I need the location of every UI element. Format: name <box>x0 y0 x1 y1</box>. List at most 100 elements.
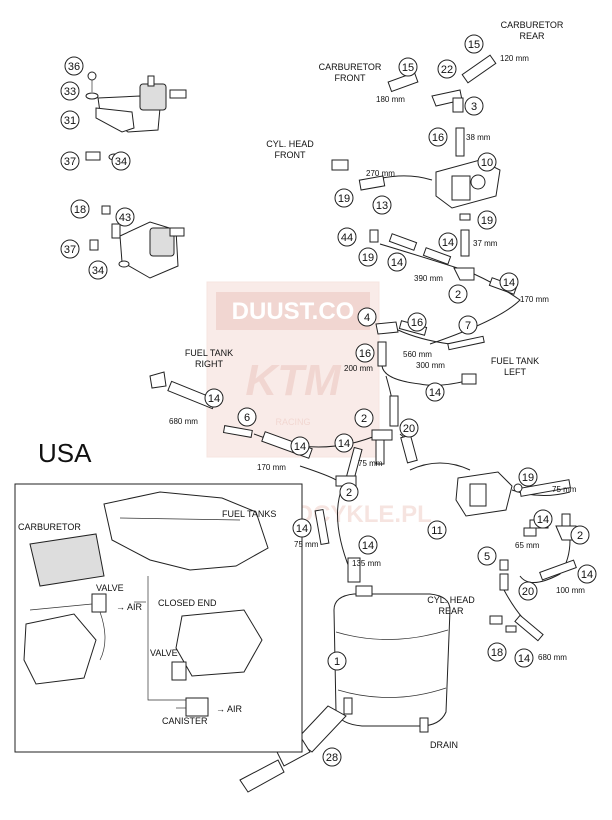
dim-300: 300 mm <box>416 361 445 370</box>
callout-16-low: 16 <box>355 343 375 363</box>
dim-135: 135 mm <box>352 559 381 568</box>
label-carb-front-1: CARBURETOR <box>319 62 382 72</box>
svg-text:4: 4 <box>364 312 370 324</box>
svg-text:18: 18 <box>491 647 503 659</box>
dim-75-mid: 75 mm <box>358 459 383 468</box>
callout-16-top: 16 <box>428 127 448 147</box>
valve-assembly-lower <box>89 205 185 279</box>
callout-44: 44 <box>337 227 357 247</box>
label-carb-rear-1: CARBURETOR <box>501 20 564 30</box>
valve-bracket-assembly <box>85 71 187 161</box>
watermark-tagline: RACING <box>275 417 310 427</box>
svg-text:14: 14 <box>391 257 403 269</box>
callout-5: 5 <box>477 546 497 566</box>
svg-text:2: 2 <box>346 487 352 499</box>
inset-label-fuel-tanks: FUEL TANKS <box>222 509 276 519</box>
svg-text:2: 2 <box>577 530 583 542</box>
svg-text:2: 2 <box>455 289 461 301</box>
svg-text:22: 22 <box>441 64 453 76</box>
callout-13: 13 <box>372 195 392 215</box>
svg-text:14: 14 <box>362 540 374 552</box>
svg-text:16: 16 <box>359 348 371 360</box>
callout-19-front: 19 <box>334 188 354 208</box>
dim-37: 37 mm <box>473 239 498 248</box>
callout-36: 36 <box>64 56 84 76</box>
svg-text:44: 44 <box>341 232 353 244</box>
dim-38: 38 mm <box>466 133 491 142</box>
callout-14-c: 14 <box>499 272 519 292</box>
dim-180: 180 mm <box>376 95 405 104</box>
svg-text:14: 14 <box>518 653 530 665</box>
dim-170-low: 170 mm <box>257 463 286 472</box>
callout-14-d: 14 <box>425 382 445 402</box>
callout-2-rear: 2 <box>570 525 590 545</box>
svg-text:11: 11 <box>431 525 442 537</box>
callout-6: 6 <box>237 407 257 427</box>
label-cyl-head-rear-2: REAR <box>438 606 464 616</box>
callout-7: 7 <box>458 315 478 335</box>
svg-text:33: 33 <box>64 86 76 98</box>
label-drain: DRAIN <box>430 740 458 750</box>
label-fuel-tank-right-1: FUEL TANK <box>185 348 233 358</box>
svg-text:20: 20 <box>403 423 415 435</box>
svg-text:1: 1 <box>334 656 340 668</box>
svg-text:34: 34 <box>115 156 127 168</box>
svg-text:31: 31 <box>64 115 76 127</box>
usa-inset <box>14 483 303 753</box>
callout-19-rear: 19 <box>518 467 538 487</box>
svg-text:14: 14 <box>429 387 441 399</box>
svg-text:5: 5 <box>484 551 490 563</box>
label-carb-front-2: FRONT <box>335 73 366 83</box>
callout-14-b: 14 <box>438 232 458 252</box>
callout-19-right: 19 <box>477 210 497 230</box>
svg-text:28: 28 <box>326 752 338 764</box>
label-cyl-head-front-2: FRONT <box>275 150 306 160</box>
svg-text:14: 14 <box>503 277 515 289</box>
callout-4: 4 <box>357 307 377 327</box>
dim-560: 560 mm <box>403 350 432 359</box>
callout-18-low: 18 <box>487 642 507 662</box>
callout-18-upper: 18 <box>70 199 90 219</box>
dim-680-right: 680 mm <box>538 653 567 662</box>
dim-390: 390 mm <box>414 274 443 283</box>
svg-text:10: 10 <box>481 157 493 169</box>
svg-text:7: 7 <box>465 320 471 332</box>
callout-14-e: 14 <box>204 388 224 408</box>
callout-2-top: 2 <box>448 284 468 304</box>
callout-37-lower: 37 <box>60 239 80 259</box>
svg-text:15: 15 <box>402 62 414 74</box>
svg-text:13: 13 <box>376 200 388 212</box>
inset-label-arrow-1: → <box>116 602 125 612</box>
svg-text:2: 2 <box>361 413 367 425</box>
svg-text:37: 37 <box>64 156 76 168</box>
callout-2-mid: 2 <box>354 408 374 428</box>
heading-usa: USA <box>38 438 92 468</box>
watermark-brand: DUUST.CO <box>232 298 355 325</box>
dim-680-left: 680 mm <box>169 417 198 426</box>
svg-text:19: 19 <box>362 252 374 264</box>
callout-28: 28 <box>322 747 342 767</box>
callout-14-l: 14 <box>514 648 534 668</box>
inset-label-valve-1: VALVE <box>96 583 124 593</box>
callout-11: 11 <box>427 520 447 540</box>
svg-text:14: 14 <box>338 438 350 450</box>
svg-text:3: 3 <box>471 101 477 113</box>
label-fuel-tank-right-2: RIGHT <box>195 359 224 369</box>
callout-19-mid: 19 <box>358 247 378 267</box>
inset-label-closed-end: CLOSED END <box>158 598 217 608</box>
callout-20-low: 20 <box>518 581 538 601</box>
dim-65: 65 mm <box>515 541 540 550</box>
callout-14-a: 14 <box>387 252 407 272</box>
inset-label-canister: CANISTER <box>162 716 208 726</box>
svg-text:14: 14 <box>537 514 549 526</box>
callout-33: 33 <box>60 81 80 101</box>
svg-text:43: 43 <box>119 212 131 224</box>
svg-text:15: 15 <box>468 39 480 51</box>
svg-text:20: 20 <box>522 586 534 598</box>
svg-text:14: 14 <box>296 523 308 535</box>
dim-75-left: 75 mm <box>294 540 319 549</box>
inset-label-air-1: AIR <box>127 602 143 612</box>
callout-31: 31 <box>60 110 80 130</box>
dim-170-top: 170 mm <box>520 295 549 304</box>
